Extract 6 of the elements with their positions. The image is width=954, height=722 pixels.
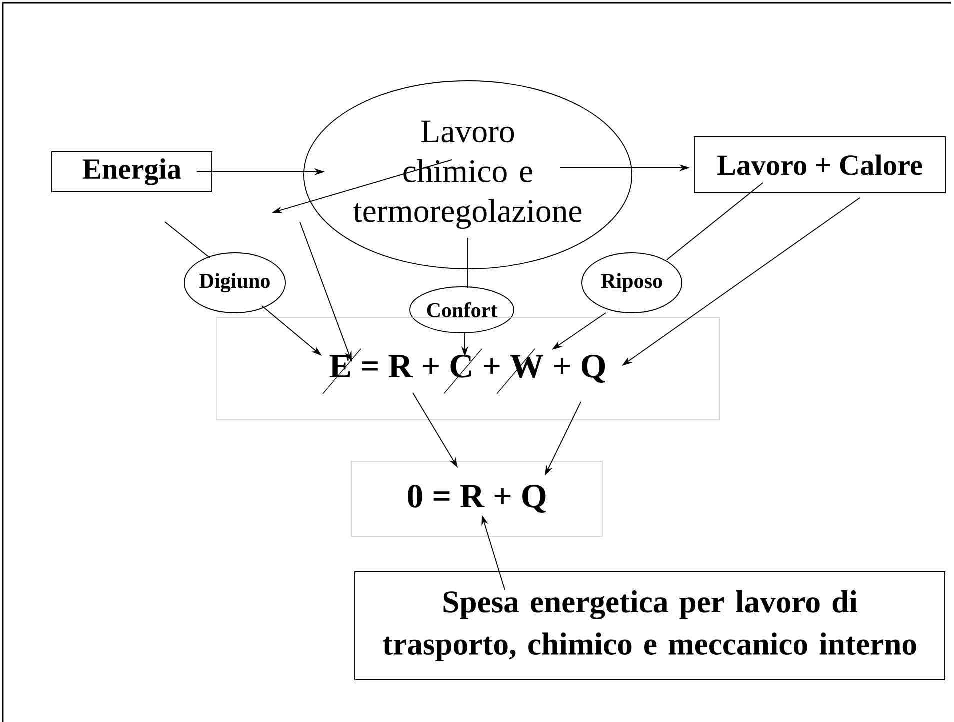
equation-box: 0 = R + Q (351, 461, 603, 537)
connector-line (666, 182, 764, 260)
connector-line (164, 222, 210, 258)
note-box: Spesa energetica per lavoro di trasporto, chimico e meccanico interno (354, 572, 946, 680)
output-box: Lavoro + Calore (694, 136, 946, 194)
energy-box: Energia (52, 152, 212, 192)
